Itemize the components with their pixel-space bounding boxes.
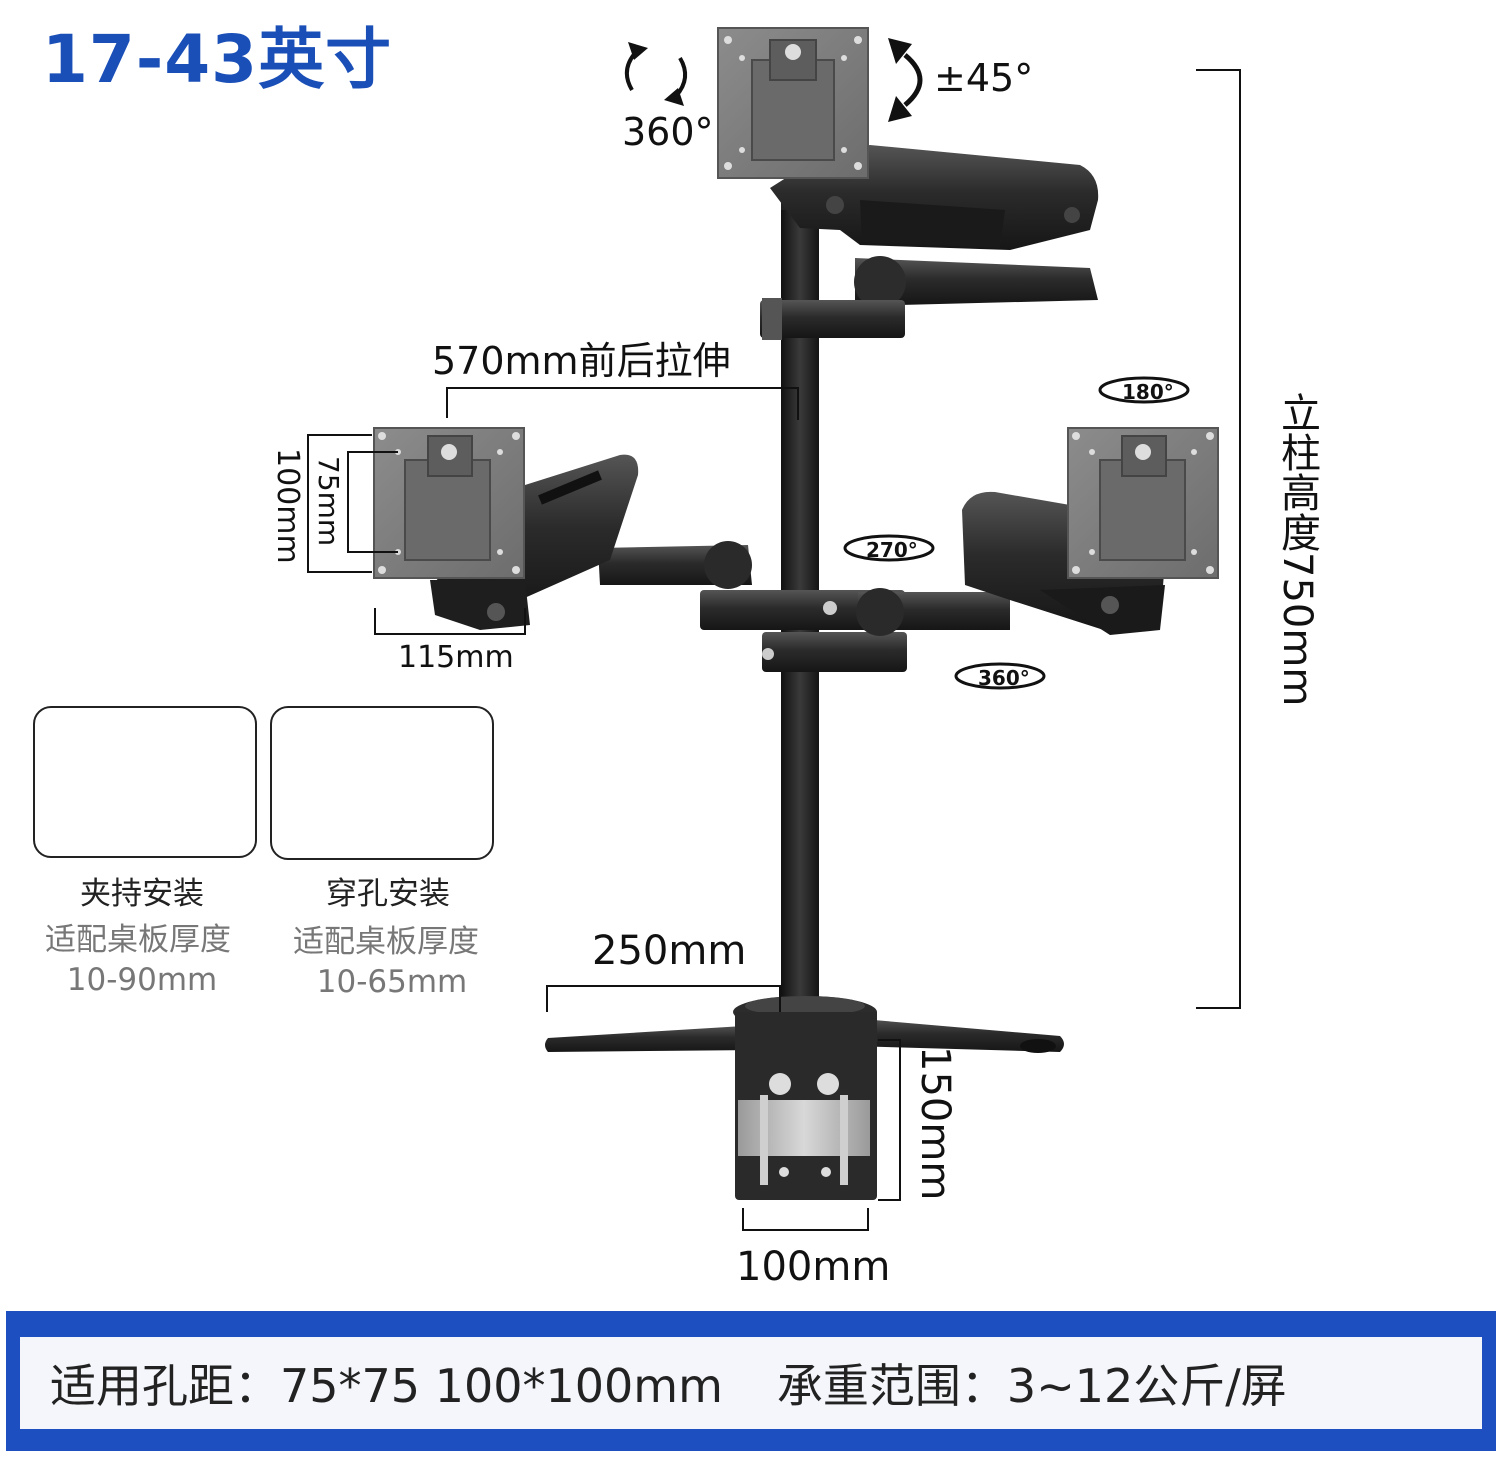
- vesa-inner-label: 75mm: [312, 456, 345, 547]
- clamp-install-range: 10-90mm: [66, 962, 218, 998]
- vesa-outer-label: 100mm: [270, 448, 305, 564]
- top-vesa-plate: [717, 27, 869, 179]
- rotate-180-label: 180°: [1122, 380, 1174, 404]
- tilt-45-arrow: [888, 38, 923, 122]
- grommet-install-fit: 适配桌板厚度: [293, 924, 479, 960]
- clamp-height-label: 150mm: [912, 1046, 958, 1201]
- pole-height-label: 立柱高度750mm: [1274, 392, 1320, 707]
- pole-height-dimension-line: [1196, 69, 1241, 1009]
- rotate-180-ellipse: [1098, 376, 1190, 404]
- clamp-install-fit: 适配桌板厚度: [45, 922, 231, 958]
- spec-footer: 适用孔距：75*75 100*100mm 承重范围：3~12公斤/屏: [6, 1311, 1496, 1451]
- extension-dimension-line: [446, 387, 799, 420]
- tilt-45-label: ±45°: [934, 56, 1034, 100]
- right-vesa-plate: [1067, 427, 1219, 579]
- grommet-install-box: [270, 706, 494, 860]
- rotate-270-ellipse: [843, 534, 935, 562]
- rotate-360-label: 360°: [622, 110, 714, 154]
- rotate-270-label: 270°: [866, 538, 918, 562]
- clamp-install-title: 夹持安装: [80, 876, 204, 912]
- base-arm-label: 250mm: [592, 928, 747, 974]
- base-dimension-lines: [546, 985, 901, 1231]
- clamp-install-box: [33, 706, 257, 858]
- top-arm: [760, 145, 1099, 340]
- spec-footer-panel: 适用孔距：75*75 100*100mm 承重范围：3~12公斤/屏: [20, 1337, 1482, 1429]
- grommet-install-range: 10-65mm: [316, 964, 468, 1000]
- desk-clamp: [735, 1040, 877, 1200]
- plate-width-label: 115mm: [398, 640, 514, 675]
- vesa-spec: 适用孔距：75*75 100*100mm: [50, 1359, 723, 1413]
- right-arm: [856, 491, 1165, 636]
- extension-label: 570mm前后拉伸: [432, 339, 731, 383]
- vesa-dimension-lines: [307, 434, 526, 635]
- desk-base: [545, 996, 1064, 1053]
- rotate-360-lower-label: 360°: [978, 666, 1030, 690]
- middle-collar: [700, 590, 907, 672]
- left-vesa-plate: [373, 427, 525, 579]
- page-title: 17-43英寸: [42, 21, 393, 98]
- load-spec: 承重范围：3~12公斤/屏: [776, 1359, 1287, 1413]
- grommet-install-title: 穿孔安装: [326, 876, 450, 912]
- clamp-width-label: 100mm: [736, 1244, 891, 1290]
- rotate-360-ellipse: [954, 662, 1046, 690]
